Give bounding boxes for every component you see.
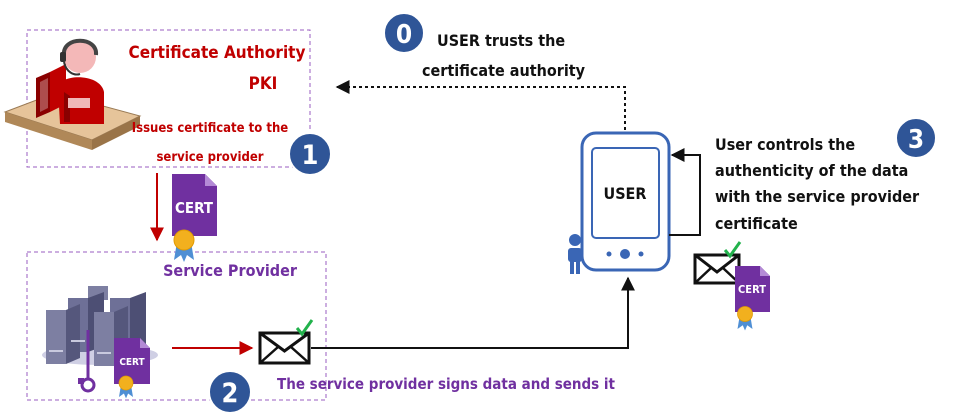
step-2-badge: 2 <box>208 370 252 412</box>
cert-label-provider: CERT <box>119 357 145 368</box>
trust-arrow <box>335 80 626 130</box>
received-envelope-icon <box>693 241 742 285</box>
step-3-badge: 3 <box>895 117 937 159</box>
key-icon <box>78 330 96 393</box>
ca-subtitle: PKI <box>249 74 278 94</box>
trust-text-line1: USER trusts the <box>437 31 565 50</box>
ca-operator-icon <box>3 38 142 150</box>
service-provider-title: Service Provider <box>163 261 298 280</box>
send-data-arrow <box>311 276 635 349</box>
ca-dashed-box <box>26 29 311 168</box>
cert-label-received: CERT <box>738 283 766 296</box>
cert-label-issued: CERT <box>175 199 214 217</box>
controls-text-line2: authenticity of the data <box>715 161 908 180</box>
user-device-label: USER <box>604 184 647 203</box>
verify-loop-arrow <box>669 148 701 236</box>
ca-issues-text-line1: Issues certificate to the <box>132 121 289 136</box>
step-1-badge: 1 <box>288 132 332 176</box>
cert-document-provider: CERT <box>114 338 150 399</box>
ca-issues-text-line2: service provider <box>156 150 263 165</box>
step-2-number: 2 <box>222 378 239 409</box>
controls-text-line4: certificate <box>715 214 798 233</box>
signed-envelope-icon <box>258 319 314 365</box>
controls-text-line3: with the service provider <box>715 187 920 206</box>
user-device-icon <box>580 131 671 272</box>
step-0-badge: 0 <box>383 12 425 54</box>
step-1-number: 1 <box>302 140 319 171</box>
controls-text-line1: User controls the <box>715 135 855 154</box>
user-person-icon <box>568 234 582 274</box>
step-3-number: 3 <box>908 125 924 155</box>
cert-document-received: CERT <box>735 266 770 331</box>
step-0-number: 0 <box>396 20 412 50</box>
ca-title: Certificate Authority <box>129 43 306 63</box>
trust-text-line2: certificate authority <box>422 61 586 80</box>
cert-document-issued: CERT <box>172 174 217 263</box>
signs-data-text: The service provider signs data and send… <box>277 375 616 393</box>
